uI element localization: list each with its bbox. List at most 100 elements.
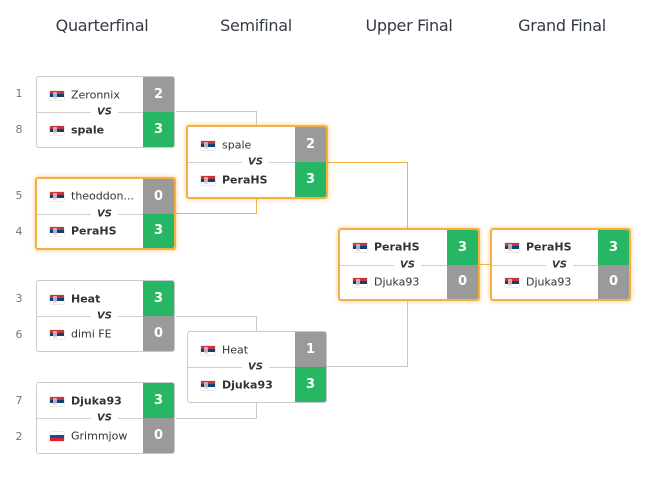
connector-line — [327, 162, 408, 163]
serbia-flag-icon — [201, 345, 215, 355]
round-title-upper-final: Upper Final — [365, 16, 453, 35]
vs-divider — [37, 112, 143, 113]
team-score: 2 — [143, 77, 174, 112]
match-quarterfinal-3[interactable]: Heat 3 VS dimi FE 0 — [36, 280, 175, 352]
vs-label: VS — [91, 106, 118, 118]
match-upper-final[interactable]: PeraHS 3 VS Djuka93 0 — [338, 228, 480, 301]
team-row[interactable]: PeraHS 3 — [340, 230, 478, 265]
seed-number: 6 — [15, 328, 23, 341]
team-row[interactable]: PeraHS 3 — [188, 162, 326, 197]
team-score: 3 — [143, 213, 174, 248]
seed-number: 7 — [15, 394, 23, 407]
slovenia-flag-icon — [50, 431, 64, 441]
match-grand-final[interactable]: PeraHS 3 VS Djuka93 0 — [490, 228, 631, 301]
vs-divider — [492, 264, 598, 266]
team-row[interactable]: spale 2 — [188, 127, 326, 162]
team-row[interactable]: Zeronnix 2 — [37, 77, 174, 112]
team-name: spale — [71, 123, 105, 136]
team-score: 0 — [598, 264, 629, 299]
connector-line — [407, 162, 408, 229]
team-name: Heat — [222, 343, 249, 356]
connector-line — [256, 111, 257, 127]
team-row[interactable]: PeraHS 3 — [492, 230, 629, 265]
connector-line — [256, 198, 257, 214]
seed-number: 3 — [15, 292, 23, 305]
team-score: 0 — [447, 264, 478, 299]
team-score: 3 — [143, 112, 174, 147]
serbia-flag-icon — [505, 243, 519, 253]
team-score: 3 — [143, 281, 174, 316]
team-name: PeraHS — [222, 173, 268, 186]
seed-number: 4 — [15, 225, 23, 238]
vs-label: VS — [242, 156, 269, 168]
connector-line — [176, 316, 257, 317]
vs-label: VS — [91, 310, 118, 322]
serbia-flag-icon — [50, 396, 64, 406]
match-quarterfinal-2[interactable]: theoddon... 0 VS PeraHS 3 — [35, 177, 176, 250]
connector-line — [176, 418, 257, 419]
team-score: 3 — [447, 230, 478, 265]
team-score: 3 — [143, 383, 174, 418]
vs-divider — [188, 367, 295, 368]
team-name: dimi FE — [71, 327, 112, 340]
serbia-flag-icon — [50, 226, 64, 236]
team-row[interactable]: Grimmjow 0 — [37, 418, 174, 453]
serbia-flag-icon — [50, 329, 64, 339]
connector-line — [327, 366, 408, 367]
team-row[interactable]: Djuka93 3 — [37, 383, 174, 418]
vs-label: VS — [546, 259, 573, 270]
seed-number: 1 — [15, 87, 23, 100]
team-name: Djuka93 — [222, 378, 273, 391]
team-row[interactable]: Djuka93 3 — [188, 367, 326, 402]
serbia-flag-icon — [353, 243, 367, 253]
team-name: PeraHS — [71, 224, 117, 238]
serbia-flag-icon — [50, 294, 64, 304]
connector-line — [176, 213, 257, 214]
serbia-flag-icon — [353, 277, 367, 287]
team-row[interactable]: dimi FE 0 — [37, 316, 174, 351]
team-row[interactable]: Heat 3 — [37, 281, 174, 316]
team-name: Grimmjow — [71, 429, 128, 442]
match-semifinal-1[interactable]: spale 2 VS PeraHS 3 — [186, 125, 328, 199]
connector-line — [256, 316, 257, 332]
team-row[interactable]: Djuka93 0 — [492, 264, 629, 299]
connector-line — [176, 111, 257, 112]
team-score: 2 — [295, 127, 326, 162]
seed-number: 8 — [15, 123, 23, 136]
vs-divider — [188, 162, 295, 163]
team-row[interactable]: PeraHS 3 — [37, 213, 174, 248]
serbia-flag-icon — [201, 140, 215, 150]
team-row[interactable]: theoddon... 0 — [37, 179, 174, 214]
vs-label: VS — [242, 361, 269, 373]
team-name: Heat — [71, 292, 101, 305]
team-name: Zeronnix — [71, 88, 120, 101]
match-semifinal-2[interactable]: Heat 1 VS Djuka93 3 — [187, 331, 327, 403]
vs-divider — [37, 316, 143, 317]
round-title-semifinal: Semifinal — [220, 16, 292, 35]
serbia-flag-icon — [505, 277, 519, 287]
team-name: PeraHS — [526, 240, 572, 254]
vs-divider — [37, 213, 143, 215]
team-name: Djuka93 — [71, 394, 122, 407]
connector-line — [479, 264, 492, 265]
connector-line — [256, 403, 257, 419]
serbia-flag-icon — [50, 125, 64, 135]
team-score: 3 — [598, 230, 629, 265]
vs-label: VS — [91, 208, 118, 219]
vs-divider — [340, 264, 447, 266]
round-title-grand-final: Grand Final — [518, 16, 606, 35]
team-name: PeraHS — [374, 240, 420, 254]
match-quarterfinal-1[interactable]: Zeronnix 2 VS spale 3 — [36, 76, 175, 148]
vs-label: VS — [91, 412, 118, 424]
vs-label: VS — [394, 259, 421, 270]
team-row[interactable]: Heat 1 — [188, 332, 326, 367]
team-score: 0 — [143, 418, 174, 453]
team-score: 0 — [143, 316, 174, 351]
match-quarterfinal-4[interactable]: Djuka93 3 VS Grimmjow 0 — [36, 382, 175, 454]
team-row[interactable]: spale 3 — [37, 112, 174, 147]
seed-number: 5 — [15, 189, 23, 202]
team-row[interactable]: Djuka93 0 — [340, 264, 478, 299]
serbia-flag-icon — [50, 192, 64, 202]
team-score: 3 — [295, 162, 326, 197]
serbia-flag-icon — [201, 380, 215, 390]
